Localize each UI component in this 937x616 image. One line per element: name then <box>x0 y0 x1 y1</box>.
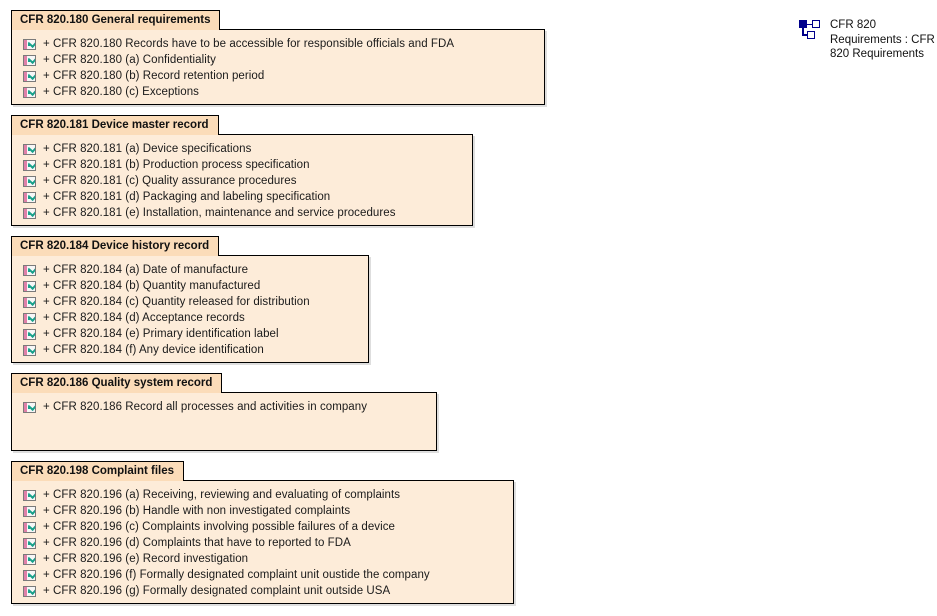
diagram-title-label: CFR 820 Requirements : CFR 820 Requireme… <box>830 19 935 60</box>
requirement-row[interactable]: + CFR 820.196 (b) Handle with non invest… <box>12 503 513 519</box>
package-title-cfr-820-181[interactable]: CFR 820.181 Device master record <box>11 115 219 135</box>
package-cfr-820-181[interactable]: CFR 820.181 Device master record + CFR 8… <box>11 115 473 226</box>
requirement-checked-icon <box>23 175 36 187</box>
requirement-checked-icon <box>23 143 36 155</box>
requirement-checked-icon <box>23 264 36 276</box>
requirement-label: + CFR 820.180 (c) Exceptions <box>43 86 199 98</box>
requirement-row[interactable]: + CFR 820.180 Records have to be accessi… <box>12 36 544 52</box>
requirement-label: + CFR 820.196 (c) Complaints involving p… <box>43 521 395 533</box>
requirement-label: + CFR 820.184 (d) Acceptance records <box>43 312 245 324</box>
requirement-label: + CFR 820.184 (b) Quantity manufactured <box>43 280 261 292</box>
requirement-row[interactable]: + CFR 820.184 (c) Quantity released for … <box>12 294 368 310</box>
requirement-row[interactable]: + CFR 820.184 (d) Acceptance records <box>12 310 368 326</box>
requirement-label: + CFR 820.184 (c) Quantity released for … <box>43 296 310 308</box>
requirement-checked-icon <box>23 191 36 203</box>
requirement-checked-icon <box>23 280 36 292</box>
requirement-checked-icon <box>23 159 36 171</box>
requirement-row[interactable]: + CFR 820.196 (e) Record investigation <box>12 551 513 567</box>
requirement-row[interactable]: + CFR 820.181 (d) Packaging and labeling… <box>12 189 472 205</box>
requirement-checked-icon <box>23 585 36 597</box>
package-body-cfr-820-198: + CFR 820.196 (a) Receiving, reviewing a… <box>11 480 514 604</box>
requirement-row[interactable]: + CFR 820.196 (d) Complaints that have t… <box>12 535 513 551</box>
requirement-row[interactable]: + CFR 820.180 (b) Record retention perio… <box>12 68 544 84</box>
requirement-checked-icon <box>23 86 36 98</box>
requirement-row[interactable]: + CFR 820.196 (a) Receiving, reviewing a… <box>12 487 513 503</box>
requirement-checked-icon <box>23 344 36 356</box>
requirement-checked-icon <box>23 312 36 324</box>
requirement-checked-icon <box>23 537 36 549</box>
requirement-row[interactable]: + CFR 820.180 (c) Exceptions <box>12 84 544 100</box>
requirement-row[interactable]: + CFR 820.186 Record all processes and a… <box>12 399 436 415</box>
package-hierarchy-icon <box>799 20 821 40</box>
package-body-cfr-820-180: + CFR 820.180 Records have to be accessi… <box>11 29 545 105</box>
requirement-label: + CFR 820.196 (d) Complaints that have t… <box>43 537 351 549</box>
requirement-label: + CFR 820.180 (b) Record retention perio… <box>43 70 265 82</box>
requirement-label: + CFR 820.196 (e) Record investigation <box>43 553 249 565</box>
requirement-row[interactable]: + CFR 820.181 (a) Device specifications <box>12 141 472 157</box>
package-cfr-820-186[interactable]: CFR 820.186 Quality system record + CFR … <box>11 373 437 451</box>
package-body-cfr-820-181: + CFR 820.181 (a) Device specifications … <box>11 134 473 226</box>
requirement-row[interactable]: + CFR 820.196 (c) Complaints involving p… <box>12 519 513 535</box>
requirement-label: + CFR 820.181 (a) Device specifications <box>43 143 252 155</box>
package-cfr-820-180[interactable]: CFR 820.180 General requirements + CFR 8… <box>11 10 545 105</box>
requirement-label: + CFR 820.180 (a) Confidentiality <box>43 54 216 66</box>
requirement-row[interactable]: + CFR 820.184 (f) Any device identificat… <box>12 342 368 358</box>
requirement-label: + CFR 820.181 (e) Installation, maintena… <box>43 207 396 219</box>
requirement-label: + CFR 820.184 (a) Date of manufacture <box>43 264 249 276</box>
package-title-cfr-820-184[interactable]: CFR 820.184 Device history record <box>11 236 220 256</box>
requirement-checked-icon <box>23 569 36 581</box>
requirement-row[interactable]: + CFR 820.184 (b) Quantity manufactured <box>12 278 368 294</box>
requirement-label: + CFR 820.184 (f) Any device identificat… <box>43 344 264 356</box>
requirement-checked-icon <box>23 553 36 565</box>
requirement-label: + CFR 820.180 Records have to be accessi… <box>43 38 455 50</box>
requirement-checked-icon <box>23 328 36 340</box>
requirement-row[interactable]: + CFR 820.184 (a) Date of manufacture <box>12 262 368 278</box>
requirement-row[interactable]: + CFR 820.181 (e) Installation, maintena… <box>12 205 472 221</box>
requirement-label: + CFR 820.186 Record all processes and a… <box>43 401 368 413</box>
requirement-checked-icon <box>23 296 36 308</box>
requirement-checked-icon <box>23 70 36 82</box>
requirement-checked-icon <box>23 38 36 50</box>
requirement-label: + CFR 820.184 (e) Primary identification… <box>43 328 279 340</box>
package-title-cfr-820-180[interactable]: CFR 820.180 General requirements <box>11 10 221 30</box>
requirement-label: + CFR 820.181 (d) Packaging and labeling… <box>43 191 331 203</box>
requirement-checked-icon <box>23 54 36 66</box>
package-body-cfr-820-184: + CFR 820.184 (a) Date of manufacture + … <box>11 255 369 363</box>
diagram-title-block: CFR 820 Requirements : CFR 820 Requireme… <box>799 18 935 62</box>
requirement-row[interactable]: + CFR 820.184 (e) Primary identification… <box>12 326 368 342</box>
requirement-row[interactable]: + CFR 820.196 (f) Formally designated co… <box>12 567 513 583</box>
requirement-label: + CFR 820.196 (f) Formally designated co… <box>43 569 430 581</box>
requirement-checked-icon <box>23 521 36 533</box>
package-body-cfr-820-186: + CFR 820.186 Record all processes and a… <box>11 392 437 451</box>
requirement-row[interactable]: + CFR 820.181 (b) Production process spe… <box>12 157 472 173</box>
requirement-row[interactable]: + CFR 820.196 (g) Formally designated co… <box>12 583 513 599</box>
requirement-checked-icon <box>23 401 36 413</box>
requirement-row[interactable]: + CFR 820.181 (c) Quality assurance proc… <box>12 173 472 189</box>
requirement-checked-icon <box>23 505 36 517</box>
requirement-label: + CFR 820.196 (a) Receiving, reviewing a… <box>43 489 401 501</box>
requirement-checked-icon <box>23 489 36 501</box>
requirement-label: + CFR 820.196 (b) Handle with non invest… <box>43 505 351 517</box>
requirement-row[interactable]: + CFR 820.180 (a) Confidentiality <box>12 52 544 68</box>
package-cfr-820-184[interactable]: CFR 820.184 Device history record + CFR … <box>11 236 369 363</box>
requirement-label: + CFR 820.181 (b) Production process spe… <box>43 159 310 171</box>
requirement-checked-icon <box>23 207 36 219</box>
requirement-label: + CFR 820.181 (c) Quality assurance proc… <box>43 175 297 187</box>
package-title-cfr-820-186[interactable]: CFR 820.186 Quality system record <box>11 373 223 393</box>
package-cfr-820-198[interactable]: CFR 820.198 Complaint files + CFR 820.19… <box>11 461 514 604</box>
package-title-cfr-820-198[interactable]: CFR 820.198 Complaint files <box>11 461 185 481</box>
requirement-label: + CFR 820.196 (g) Formally designated co… <box>43 585 391 597</box>
